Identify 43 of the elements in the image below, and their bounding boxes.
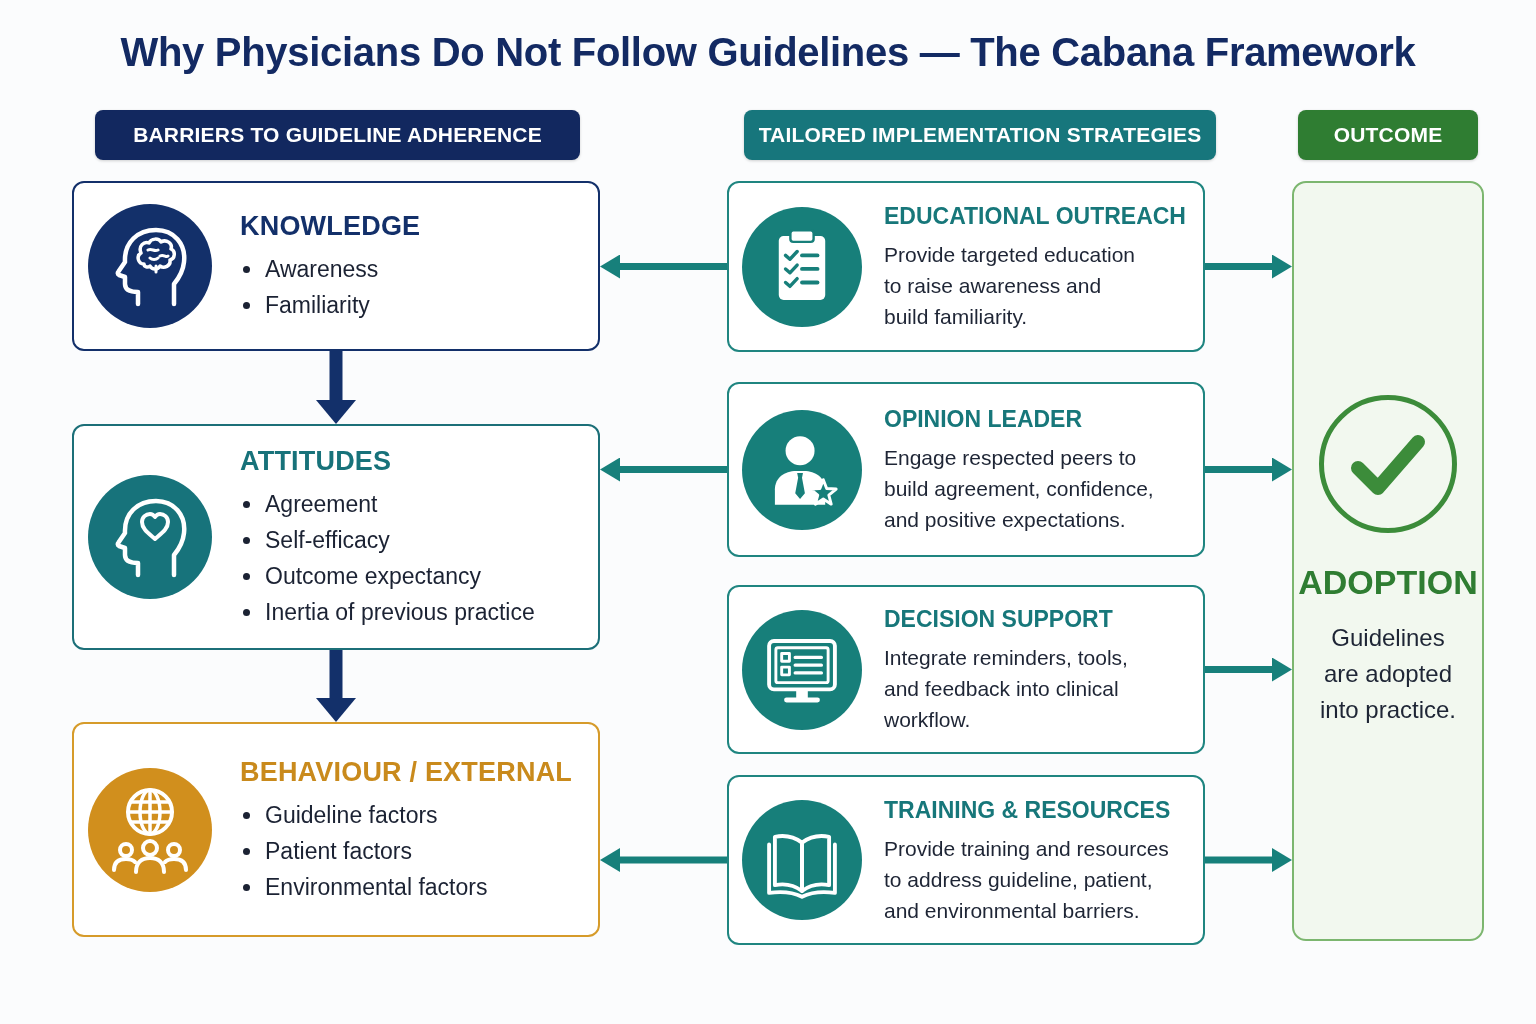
- arrow: [1205, 254, 1292, 279]
- card-description: Provide targeted education to raise awareness and build familiarity.: [884, 242, 1136, 330]
- arrow: [316, 351, 356, 424]
- outcome-heading: ADOPTION: [1298, 562, 1478, 602]
- bullet-item: Awareness: [240, 251, 379, 287]
- section-header-band: BARRIERS TO GUIDELINE ADHERENCE: [95, 110, 580, 160]
- outcome-description: Guidelines are adopted into practice.: [1318, 623, 1458, 725]
- strategy-card: [727, 382, 1205, 557]
- barrier-card: [72, 181, 600, 351]
- bullet-item: Inertia of previous practice: [240, 594, 535, 630]
- strategy-card: [727, 585, 1205, 754]
- card-heading: KNOWLEDGE: [240, 210, 421, 243]
- bullet-item: Environmental factors: [240, 868, 488, 905]
- card-heading: DECISION SUPPORT: [884, 605, 1113, 634]
- page-title: Why Physicians Do Not Follow Guidelines — The Cabana Framework: [120, 29, 1416, 76]
- arrow: [1205, 657, 1292, 682]
- strategy-card: [727, 775, 1205, 945]
- barrier-card: [72, 722, 600, 937]
- card-description: Provide training and resources to address guideline, patient, and environmental barriers.: [884, 835, 1170, 924]
- card-heading: EDUCATIONAL OUTREACH: [884, 202, 1186, 231]
- arrow: [1205, 848, 1292, 872]
- bullet-item: Outcome expectancy: [240, 558, 535, 594]
- bullet-item: Patient factors: [240, 832, 488, 869]
- card-heading: OPINION LEADER: [884, 405, 1083, 434]
- card-heading: TRAINING & RESOURCES: [884, 795, 1171, 825]
- card-heading: BEHAVIOUR / EXTERNAL: [240, 755, 573, 789]
- card-description: Engage respected peers to build agreement, confidence, and positive expectations.: [884, 445, 1155, 533]
- bullet-item: Familiarity: [240, 287, 379, 323]
- card-heading: ATTITUDES: [240, 445, 392, 478]
- card-description: Integrate reminders, tools, and feedback into clinical workflow.: [884, 645, 1129, 733]
- arrow: [600, 848, 727, 872]
- bullet-item: Guideline factors: [240, 796, 488, 833]
- section-header-band: OUTCOME: [1298, 110, 1478, 160]
- arrow: [600, 457, 727, 482]
- bullet-item: Self-efficacy: [240, 522, 535, 558]
- section-header-band: TAILORED IMPLEMENTATION STRATEGIES: [744, 110, 1216, 160]
- arrow: [316, 650, 356, 722]
- bullet-item: Agreement: [240, 486, 535, 522]
- outcome-panel: [1292, 181, 1484, 941]
- arrow: [1205, 457, 1292, 482]
- arrow: [600, 254, 727, 279]
- barrier-card: [72, 424, 600, 650]
- strategy-card: [727, 181, 1205, 352]
